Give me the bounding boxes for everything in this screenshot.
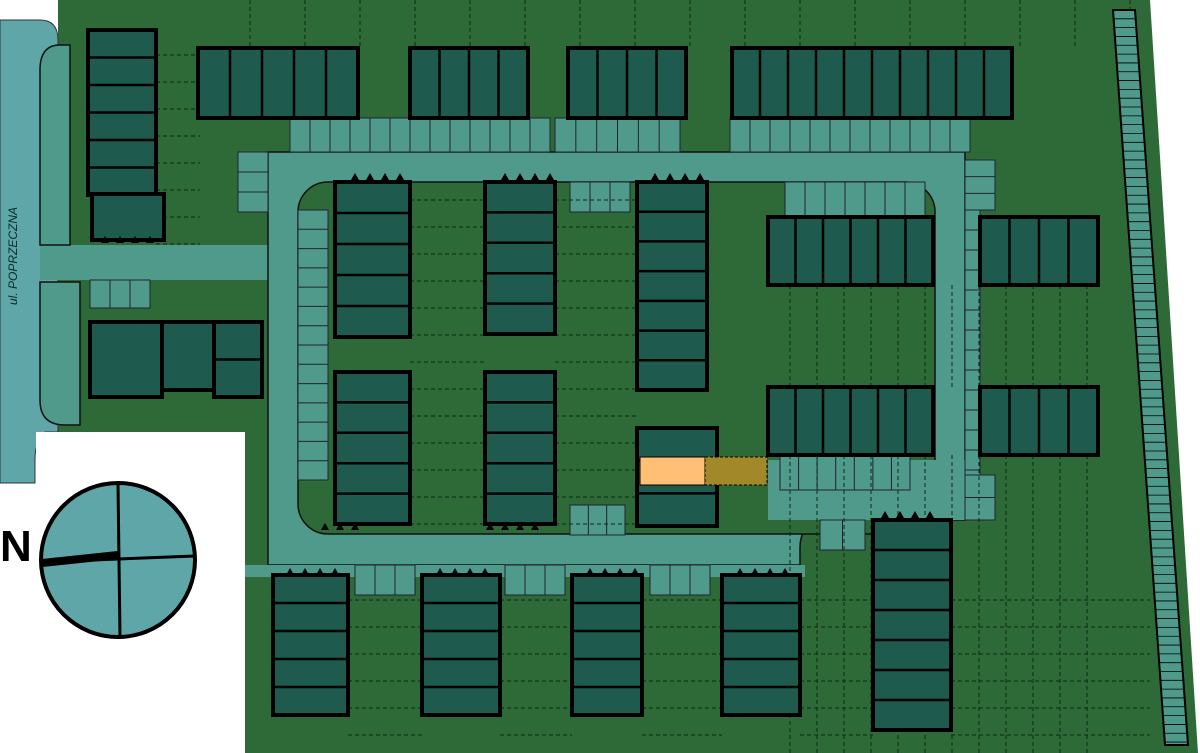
parking-area: [649, 564, 711, 596]
parking-area: [784, 181, 926, 218]
townhouse-block: [333, 180, 412, 339]
entrance-marker: [336, 523, 344, 530]
street-label: ul. POPRZECZNA: [6, 206, 20, 305]
entrance-marker: [501, 173, 509, 180]
entrance-marker: [601, 568, 609, 575]
access-road: [40, 245, 275, 280]
townhouse-block: [635, 180, 709, 392]
compass-line: [116, 483, 122, 638]
entrance-marker: [381, 173, 389, 180]
entrance-marker: [911, 511, 919, 518]
entrance-marker: [286, 568, 294, 575]
entrance-marker: [131, 236, 139, 243]
entrance-marker: [896, 511, 904, 518]
entrance-marker: [316, 568, 324, 575]
entrance-marker: [616, 568, 624, 575]
service-lane: [39, 281, 81, 426]
compass-north-needle: [41, 551, 119, 567]
parking-area: [89, 279, 151, 309]
entrance-marker: [696, 173, 704, 180]
entrance-marker: [531, 173, 539, 180]
entrance-marker: [546, 173, 554, 180]
entrance-marker: [531, 523, 539, 530]
entrance-marker: [486, 523, 494, 530]
entrance-marker: [516, 173, 524, 180]
parking-area: [504, 564, 566, 596]
entrance-marker: [516, 523, 524, 530]
service-lane: [39, 44, 71, 246]
entrance-marker: [466, 568, 474, 575]
compass-north-label: N: [0, 522, 32, 571]
entrance-marker: [331, 568, 339, 575]
townhouse-block: [720, 573, 802, 717]
highlighted-unit: [639, 456, 706, 486]
entrance-marker: [501, 523, 509, 530]
townhouse-block: [420, 573, 502, 717]
entrance-marker: [451, 568, 459, 575]
entrance-marker: [301, 568, 309, 575]
entrance-marker: [116, 236, 124, 243]
parking-area: [569, 504, 626, 536]
entrance-marker: [351, 173, 359, 180]
entrance-marker: [736, 568, 744, 575]
townhouse-block: [271, 573, 350, 717]
entrance-marker: [436, 568, 444, 575]
parking-area: [237, 151, 269, 213]
townhouse-block: [333, 370, 412, 526]
townhouse-block: [570, 573, 644, 717]
entrance-marker: [321, 523, 329, 530]
entrance-marker: [881, 511, 889, 518]
townhouse-block: [483, 370, 557, 526]
entrance-marker: [631, 568, 639, 575]
entrance-marker: [396, 173, 404, 180]
townhouse-block: [160, 320, 216, 392]
entrance-marker: [681, 173, 689, 180]
parking-area: [569, 181, 631, 213]
entrance-marker: [666, 173, 674, 180]
entrance-marker: [481, 568, 489, 575]
parking-area: [354, 564, 416, 596]
townhouse-block: [90, 192, 166, 242]
entrance-marker: [926, 511, 934, 518]
entrance-marker: [766, 568, 774, 575]
parking-area: [779, 454, 911, 491]
entrance-marker: [101, 236, 109, 243]
townhouse-block: [871, 518, 953, 732]
entrance-marker: [651, 173, 659, 180]
parking-area: [964, 209, 981, 511]
entrance-marker: [751, 568, 759, 575]
entrance-marker: [146, 236, 154, 243]
entrance-marker: [781, 568, 789, 575]
entrance-marker: [351, 523, 359, 530]
townhouse-block: [196, 46, 360, 120]
entrance-marker: [366, 173, 374, 180]
entrance-marker: [586, 568, 594, 575]
highlighted-unit-garden: [704, 456, 768, 486]
parking-area: [964, 159, 996, 211]
townhouse-block: [88, 320, 164, 399]
townhouse-block: [483, 180, 557, 336]
